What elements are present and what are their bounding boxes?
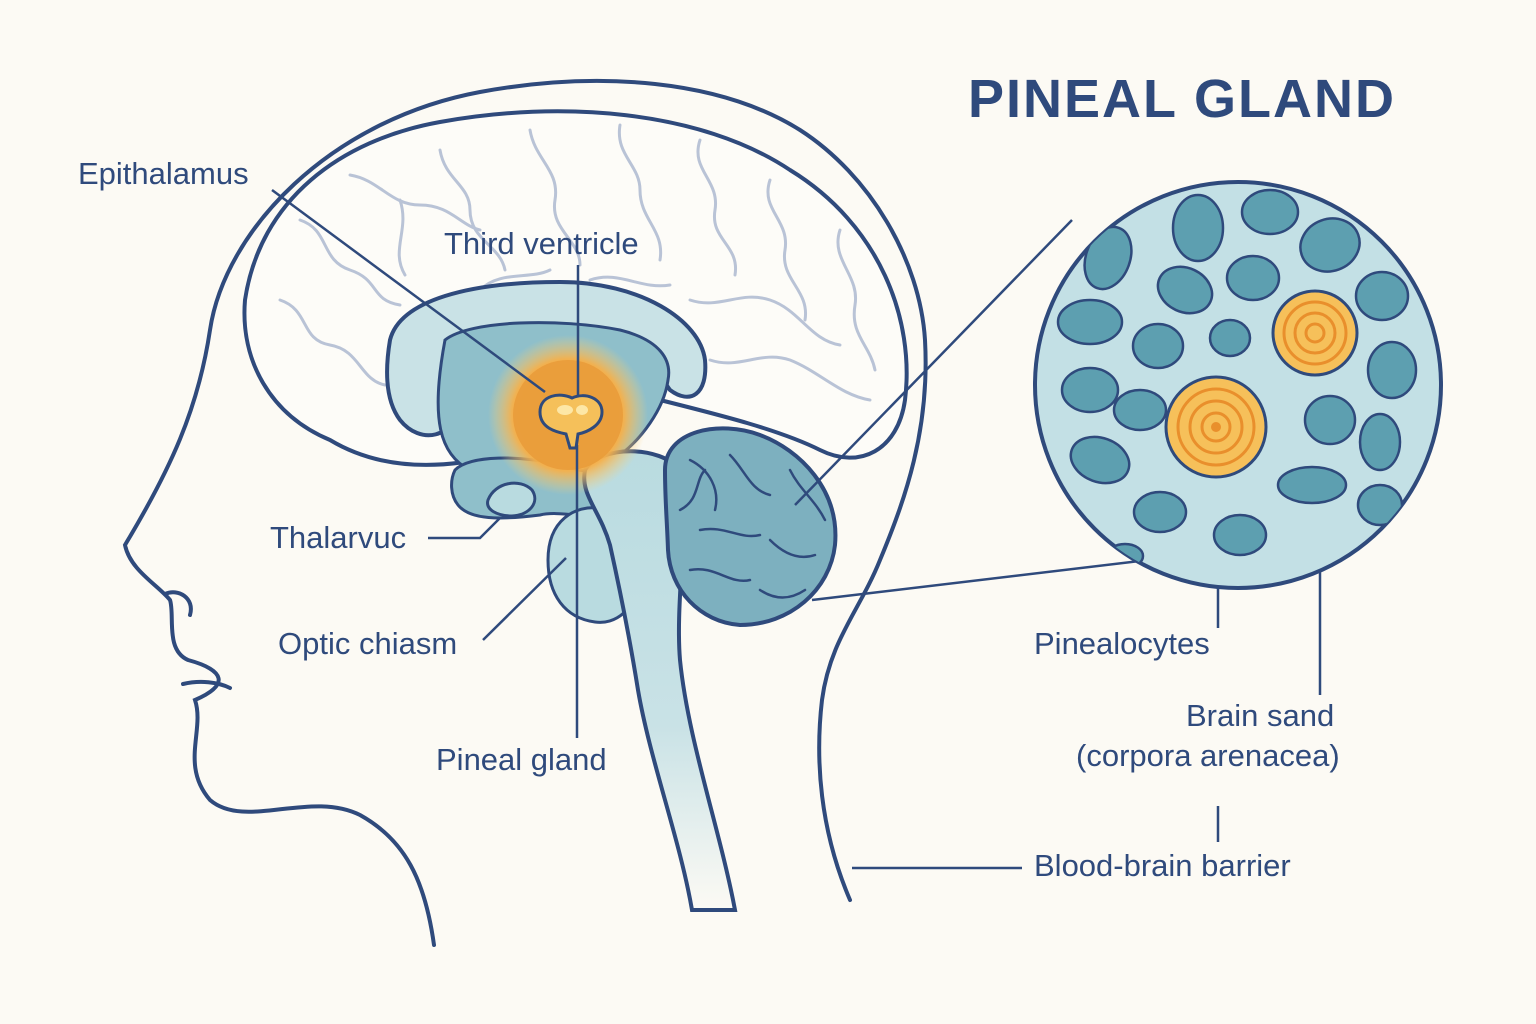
brain-sand-large [1164, 375, 1268, 479]
head-outline [122, 78, 928, 947]
label-pinealocytes: Pinealocytes [1034, 626, 1210, 661]
label-corpora-arenacea: (corpora arenacea) [1076, 738, 1340, 773]
thalamus-bulb [486, 481, 537, 518]
label-blood-brain-barrier: Blood-brain barrier [1034, 848, 1291, 883]
nose-mark [163, 590, 193, 617]
label-brain-sand: Brain sand [1186, 698, 1335, 733]
cerebellum [662, 426, 838, 628]
pineal-highlight [557, 405, 573, 415]
label-third-ventricle: Third ventricle [444, 226, 639, 261]
brain-sand-small [1271, 289, 1359, 377]
pineal-highlight-2 [576, 405, 588, 415]
label-thalarvuc: Thalarvuc [270, 520, 407, 555]
label-epithalamus: Epithalamus [78, 156, 249, 191]
cerebellum-folia [678, 453, 827, 599]
label-optic-chiasm: Optic chiasm [278, 626, 458, 661]
label-pineal-gland: Pineal gland [436, 742, 607, 777]
diagram-title: PINEAL GLAND [968, 69, 1397, 129]
lip-mark [181, 679, 232, 690]
gyri-lines [278, 123, 877, 402]
